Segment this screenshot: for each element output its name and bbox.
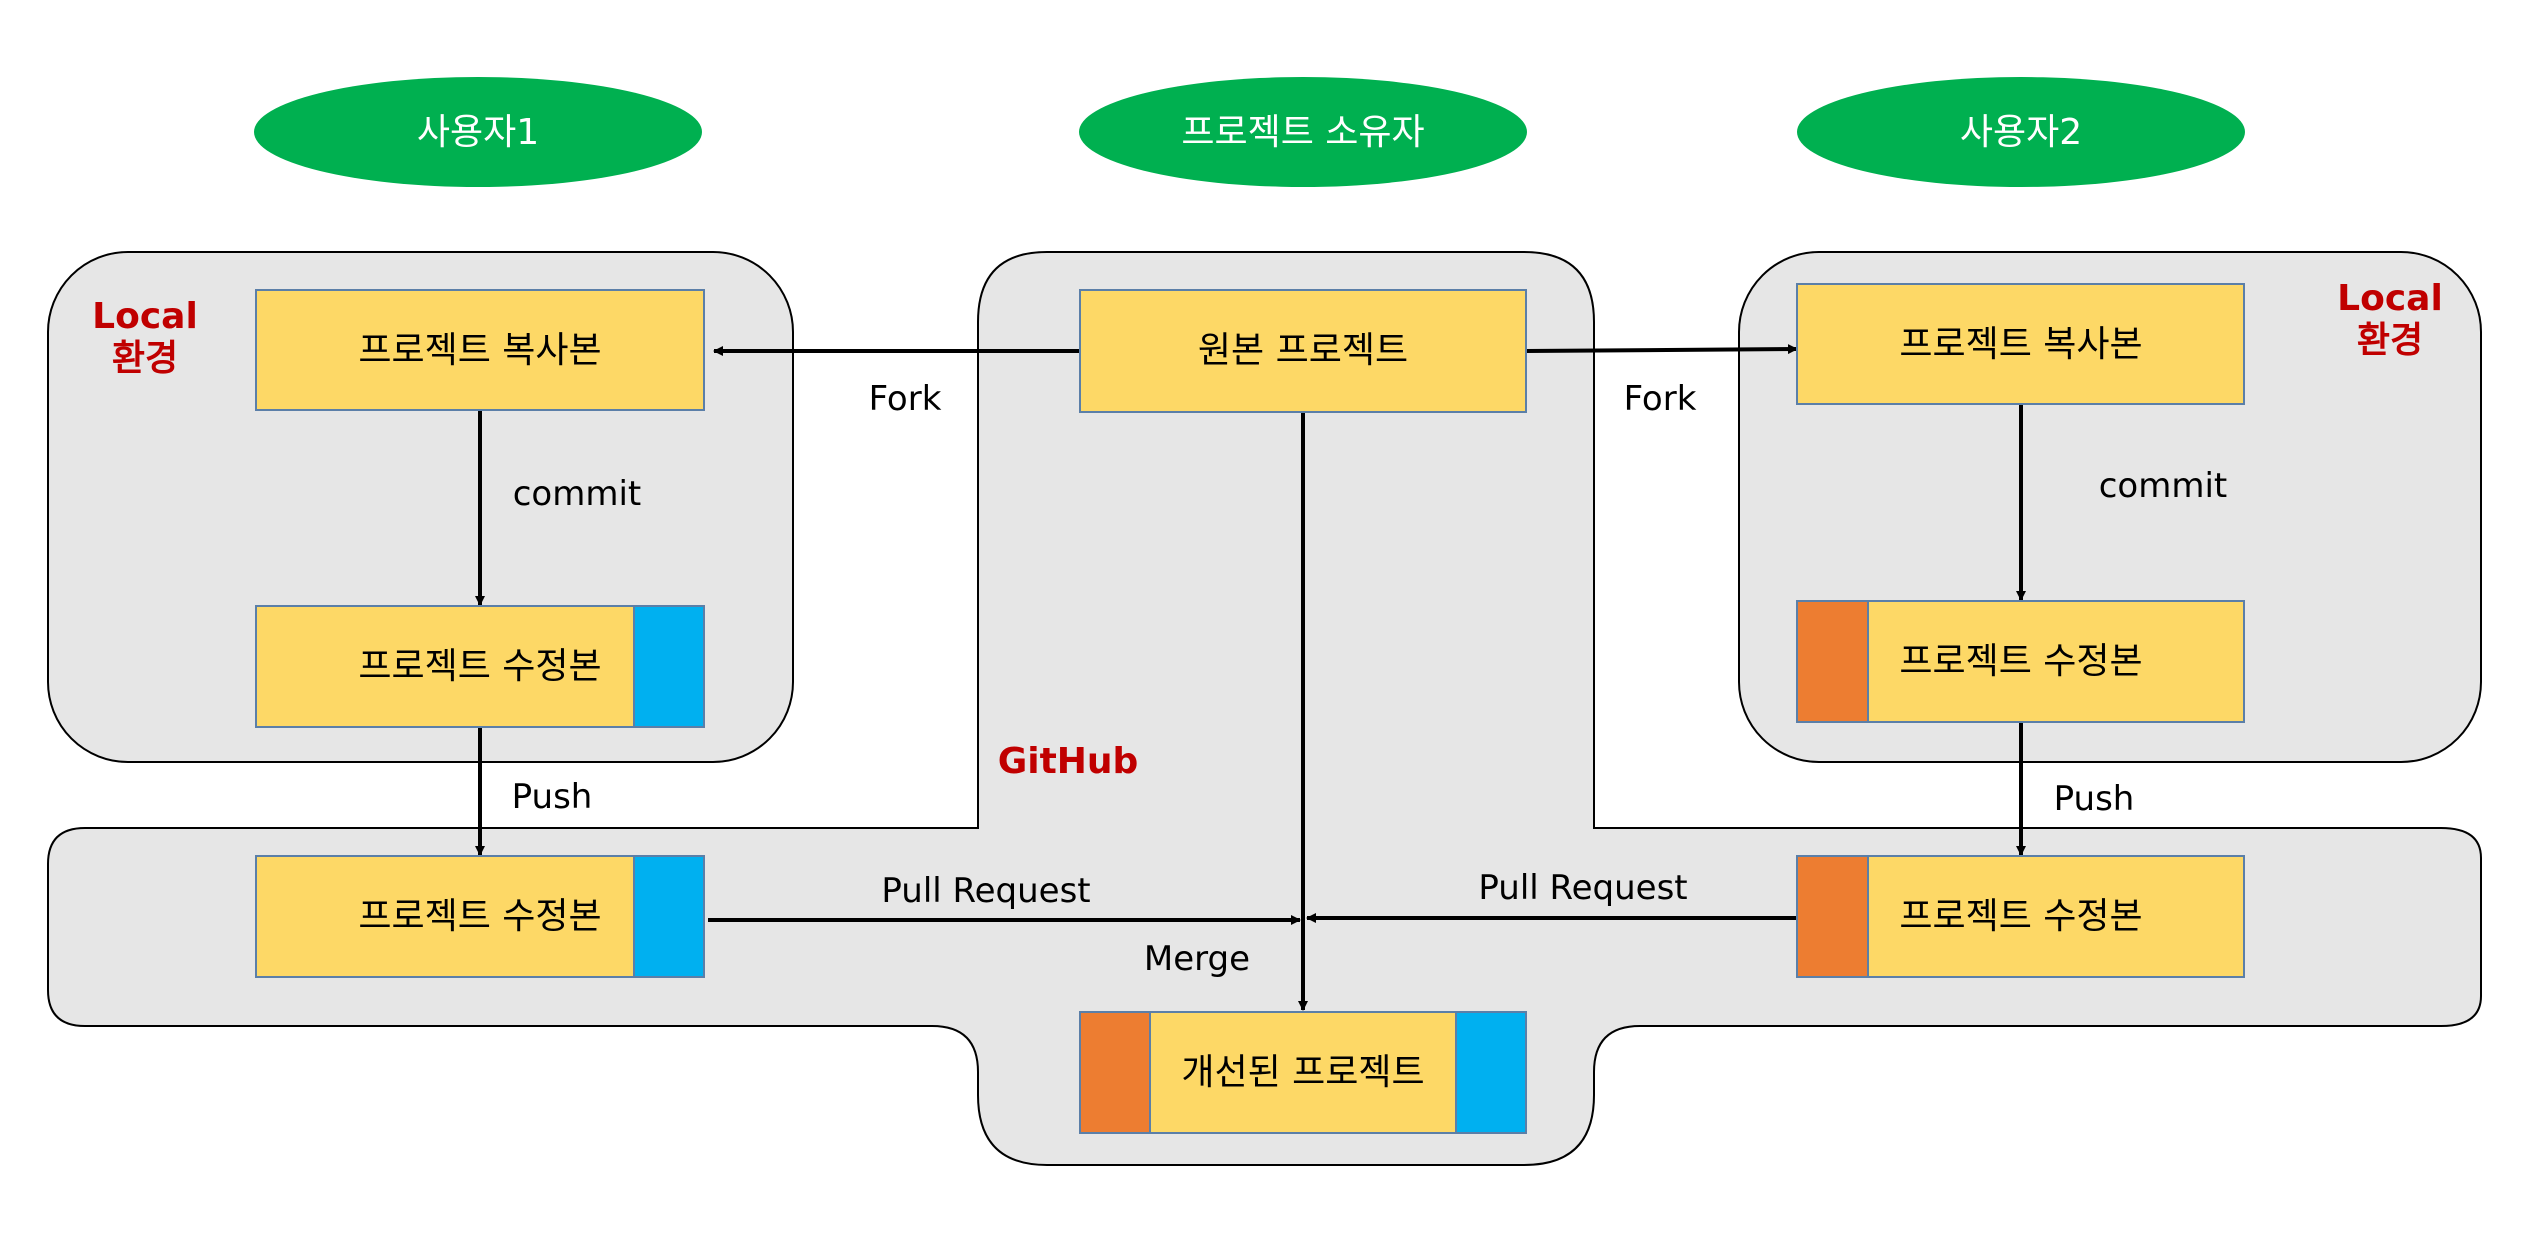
local-label-left: Local xyxy=(92,296,198,337)
modified-left-github-label: 프로젝트 수정본 xyxy=(358,896,601,937)
copy-right-label: 프로젝트 복사본 xyxy=(1899,324,2142,365)
local-label-right-2: 환경 xyxy=(2357,320,2423,361)
actor-user2-ellipse xyxy=(1797,77,2245,187)
modified-right-github-label: 프로젝트 수정본 xyxy=(1899,896,2142,937)
actor-owner-ellipse xyxy=(1079,77,1527,187)
github-label: GitHub xyxy=(998,741,1139,782)
modified-right-github-box: 프로젝트 수정본 xyxy=(1796,855,2245,978)
pr-right-label: Pull Request xyxy=(1478,868,1687,908)
original-project-label: 원본 프로젝트 xyxy=(1198,330,1408,371)
modified-right-local-label: 프로젝트 수정본 xyxy=(1899,641,2142,682)
modified-left-local-label: 프로젝트 수정본 xyxy=(358,646,601,687)
fork-left-label: Fork xyxy=(869,379,942,419)
improved-user2-marker xyxy=(1079,1011,1151,1134)
user1-change-marker-github xyxy=(633,855,705,978)
user2-change-marker xyxy=(1796,600,1869,723)
local-label-right: Local xyxy=(2337,278,2443,319)
push-left-label: Push xyxy=(512,777,593,817)
improved-project-box: 개선된 프로젝트 xyxy=(1079,1011,1527,1134)
fork-right-arrow xyxy=(1525,344,1798,355)
original-project-box: 원본 프로젝트 xyxy=(1079,289,1527,413)
actor-owner-label: 프로젝트 소유자 xyxy=(1181,112,1424,153)
actor-user1-label: 사용자1 xyxy=(417,112,539,153)
local-label-left-2: 환경 xyxy=(112,338,178,379)
actor-user2-label: 사용자2 xyxy=(1960,112,2082,153)
modified-left-local-box: 프로젝트 수정본 xyxy=(255,605,705,728)
copy-left-label: 프로젝트 복사본 xyxy=(358,330,601,371)
actor-user1-ellipse xyxy=(254,77,702,187)
merge-label: Merge xyxy=(1144,939,1250,979)
user1-change-marker xyxy=(633,605,705,728)
pr-left-label: Pull Request xyxy=(881,871,1090,911)
modified-left-github-box: 프로젝트 수정본 xyxy=(255,855,705,978)
fork-right-label: Fork xyxy=(1624,379,1697,419)
copy-right-box: 프로젝트 복사본 xyxy=(1796,283,2245,405)
user2-change-marker-github xyxy=(1796,855,1869,978)
commit-left-label: commit xyxy=(513,474,642,514)
modified-right-local-box: 프로젝트 수정본 xyxy=(1796,600,2245,723)
improved-user1-marker xyxy=(1455,1011,1527,1134)
commit-right-label: commit xyxy=(2099,466,2228,506)
copy-left-box: 프로젝트 복사본 xyxy=(255,289,705,411)
push-right-label: Push xyxy=(2054,779,2135,819)
improved-project-label: 개선된 프로젝트 xyxy=(1181,1052,1424,1093)
